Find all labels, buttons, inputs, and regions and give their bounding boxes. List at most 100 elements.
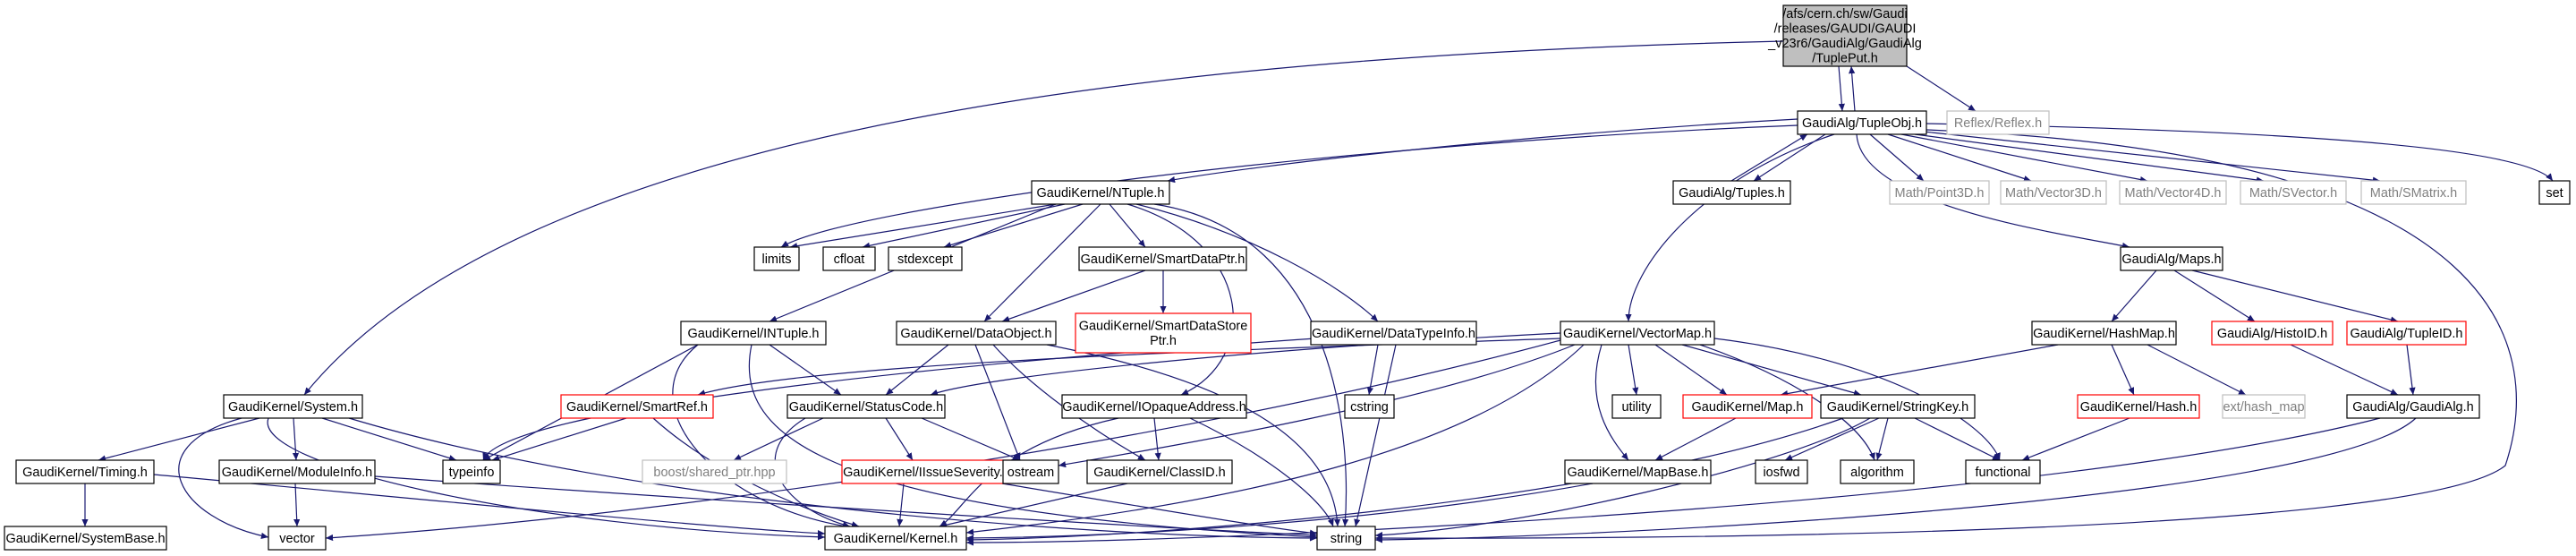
- node-label: GaudiAlg/TupleID.h: [2350, 327, 2462, 341]
- edge-moduleinfo-to-vector: [293, 483, 301, 527]
- node-cstring[interactable]: cstring: [1344, 394, 1395, 419]
- edge-dataobject-to-string: [1046, 344, 1341, 527]
- edge-vectormap-to-algorithm: [1699, 344, 1875, 461]
- node-systembase[interactable]: GaudiKernel/SystemBase.h: [4, 526, 167, 551]
- node-label: GaudiAlg/Maps.h: [2121, 252, 2221, 267]
- node-intuple[interactable]: GaudiKernel/INTuple.h: [680, 321, 827, 346]
- edge-tupleobj-to-smatrix: [1923, 131, 2381, 184]
- node-label: GaudiAlg/Tuples.h: [1679, 186, 1785, 201]
- node-vector[interactable]: vector: [268, 526, 327, 551]
- edge-stringkey-to-functional: [1914, 417, 2001, 461]
- node-algorithm[interactable]: algorithm: [1840, 459, 1915, 484]
- node-label: GaudiKernel/StringKey.h: [1827, 400, 1969, 415]
- node-kernel[interactable]: GaudiKernel/Kernel.h: [824, 526, 967, 551]
- edge-maps-to-hashmap: [2111, 269, 2157, 322]
- node-stdexcept[interactable]: stdexcept: [888, 246, 963, 271]
- node-box: [560, 394, 714, 419]
- node-moduleinfo[interactable]: GaudiKernel/ModuleInfo.h: [218, 459, 376, 484]
- node-hash[interactable]: GaudiKernel/Hash.h: [2077, 394, 2200, 419]
- node-box: [1840, 459, 1915, 484]
- edge-ntuple-to-datatypeinfo: [1135, 203, 1379, 322]
- node-smartref[interactable]: GaudiKernel/SmartRef.h: [560, 394, 714, 419]
- node-dataobject[interactable]: GaudiKernel/DataObject.h: [896, 321, 1057, 346]
- node-timing[interactable]: GaudiKernel/Timing.h: [15, 459, 155, 484]
- node-label: GaudiKernel/StatusCode.h: [789, 400, 944, 415]
- node-label: vector: [279, 532, 315, 546]
- node-utility[interactable]: utility: [1611, 394, 1662, 419]
- node-gaudialg[interactable]: GaudiAlg/GaudiAlg.h: [2346, 394, 2480, 419]
- node-box: [2211, 321, 2334, 346]
- node-cfloat[interactable]: cfloat: [822, 246, 876, 271]
- node-tupleid[interactable]: GaudiAlg/TupleID.h: [2346, 321, 2467, 346]
- edge-tupleput-to-system: [303, 40, 1784, 396]
- node-maps[interactable]: GaudiAlg/Maps.h: [2120, 246, 2223, 271]
- node-smatrix: Math/SMatrix.h: [2360, 180, 2467, 205]
- node-vectormap[interactable]: GaudiKernel/VectorMap.h: [1560, 321, 1715, 346]
- node-label: GaudiKernel/ModuleInfo.h: [222, 466, 372, 480]
- node-hashmap[interactable]: GaudiKernel/HashMap.h: [2031, 321, 2177, 346]
- node-tupleput[interactable]: /afs/cern.ch/sw/Gaudi/releases/GAUDI/GAU…: [1767, 4, 1922, 67]
- node-label: ostream: [1007, 466, 1054, 480]
- node-label: algorithm: [1850, 466, 1904, 480]
- node-mapbase[interactable]: GaudiKernel/MapBase.h: [1564, 459, 1712, 484]
- node-label: GaudiKernel/INTuple.h: [688, 327, 820, 341]
- node-label: cfloat: [834, 252, 865, 267]
- edge-iseverity-to-kernel: [897, 483, 905, 527]
- node-iopaqueaddress[interactable]: GaudiKernel/IOpaqueAddress.h: [1061, 394, 1247, 419]
- edge-map-to-mapbase: [1654, 417, 1737, 461]
- node-box: [268, 526, 327, 551]
- node-histoid[interactable]: GaudiAlg/HistoID.h: [2211, 321, 2334, 346]
- edge-stringkey-to-iosfwd: [1784, 417, 1880, 461]
- node-label: GaudiKernel/MapBase.h: [1568, 466, 1709, 480]
- node-iseverity[interactable]: GaudiKernel/IIssueSeverity.h: [841, 459, 1012, 484]
- edge-hashmap-to-hash: [2111, 344, 2135, 396]
- node-box: [1031, 180, 1170, 205]
- node-tuples[interactable]: GaudiAlg/Tuples.h: [1672, 180, 1791, 205]
- node-statuscode[interactable]: GaudiKernel/StatusCode.h: [786, 394, 946, 419]
- node-label: GaudiKernel/HashMap.h: [2033, 327, 2175, 341]
- edge-vectormap-to-stringkey: [1681, 344, 1862, 397]
- edge-iseverity-to-string: [1001, 483, 1318, 536]
- node-label: string: [1331, 532, 1362, 546]
- node-box: [4, 526, 167, 551]
- node-functional[interactable]: functional: [1965, 459, 2041, 484]
- edge-tuples-to-tupleobj: [1730, 133, 1808, 182]
- node-box: [2120, 246, 2223, 271]
- node-box: [1075, 312, 1252, 354]
- node-box: [442, 459, 501, 484]
- node-box: [1086, 459, 1233, 484]
- edge-vectormap-to-map: [1654, 344, 1728, 396]
- node-box: [1946, 110, 2050, 135]
- node-smartdataptr[interactable]: GaudiKernel/SmartDataPtr.h: [1078, 246, 1247, 271]
- edge-system-to-kernel: [267, 417, 826, 541]
- node-label: GaudiKernel/DataTypeInfo.h: [1312, 327, 1475, 341]
- node-ntuple[interactable]: GaudiKernel/NTuple.h: [1031, 180, 1170, 205]
- node-system[interactable]: GaudiKernel/System.h: [223, 394, 363, 419]
- node-stringkey[interactable]: GaudiKernel/StringKey.h: [1820, 394, 1976, 419]
- node-box: [1611, 394, 1662, 419]
- edge-dataobject-to-ostream: [974, 344, 1021, 461]
- node-iosfwd[interactable]: iosfwd: [1755, 459, 1808, 484]
- edge-gaudialg-to-kernel: [965, 417, 2381, 546]
- node-label: limits: [761, 252, 791, 267]
- node-box: [786, 394, 946, 419]
- node-datatypeinfo[interactable]: GaudiKernel/DataTypeInfo.h: [1310, 321, 1477, 346]
- node-set[interactable]: set: [2538, 180, 2571, 205]
- node-point3d: Math/Point3D.h: [1889, 180, 1990, 205]
- node-label: utility: [1621, 400, 1652, 415]
- node-box: [896, 321, 1057, 346]
- node-box: [1682, 394, 1813, 419]
- node-tupleobj[interactable]: GaudiAlg/TupleObj.h: [1797, 110, 1927, 135]
- edge-system-to-vector: [178, 417, 269, 539]
- node-label: GaudiKernel/ClassID.h: [1093, 466, 1226, 480]
- node-map[interactable]: GaudiKernel/Map.h: [1682, 394, 1813, 419]
- node-string[interactable]: string: [1316, 526, 1376, 551]
- node-typeinfo[interactable]: typeinfo: [442, 459, 501, 484]
- edge-ntuple-to-iopaqueaddress: [1126, 203, 1234, 396]
- edge-hashmap-to-exthashmap: [2147, 344, 2247, 396]
- node-box: [1316, 526, 1376, 551]
- node-ostream[interactable]: ostream: [1002, 459, 1059, 484]
- node-limits[interactable]: limits: [753, 246, 800, 271]
- node-classid[interactable]: GaudiKernel/ClassID.h: [1086, 459, 1233, 484]
